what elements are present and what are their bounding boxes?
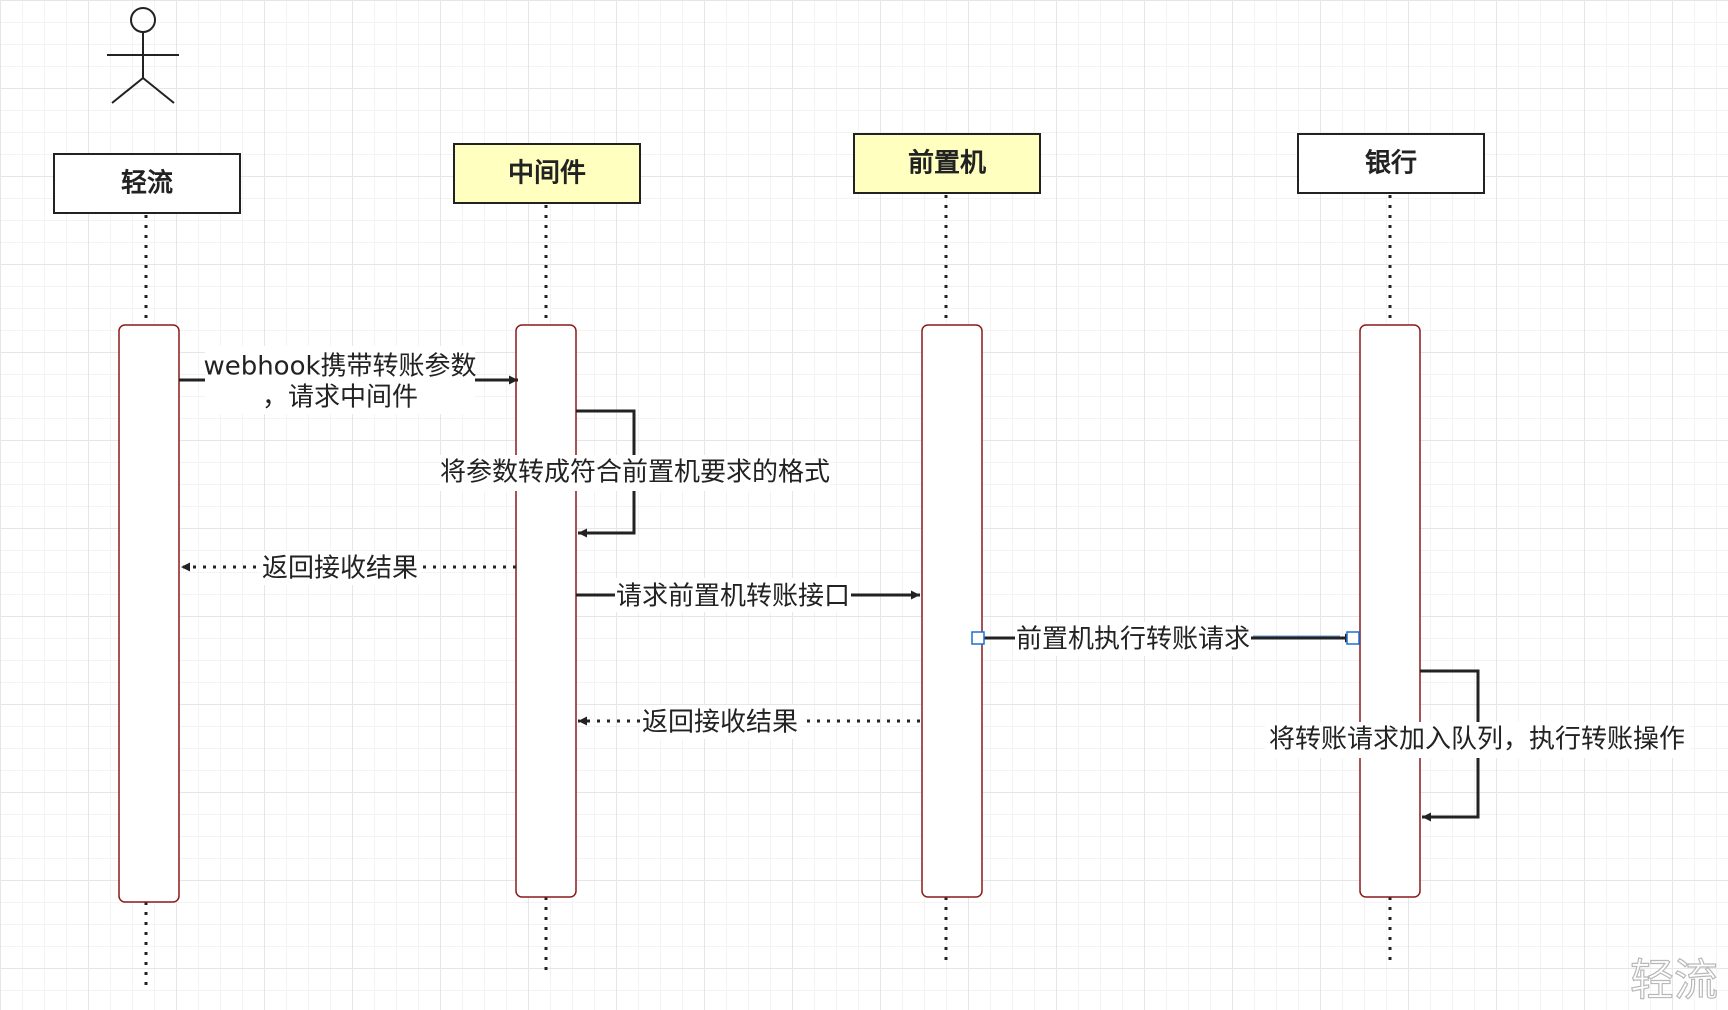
message-label: 前置机执行转账请求: [1016, 625, 1250, 655]
message-label: 将转账请求加入队列，执行转账操作: [1269, 725, 1685, 755]
message-return-to-qingliu[interactable]: 返回接收结果: [181, 551, 516, 585]
message-bank-queue[interactable]: 将转账请求加入队列，执行转账操作: [1265, 669, 1690, 822]
message-execute-transfer[interactable]: 前置机执行转账请求: [971, 622, 1360, 656]
watermark-logo: 轻流: [1630, 955, 1718, 1006]
activation-bar-middleware[interactable]: [515, 324, 577, 898]
message-request-front-end[interactable]: 请求前置机转账接口: [576, 578, 920, 612]
message-label: 请求前置机转账接口: [616, 582, 850, 612]
participant-middleware[interactable]: 中间件: [453, 143, 641, 204]
activation-bar-qingliu[interactable]: [118, 324, 180, 903]
participant-label: 前置机: [908, 148, 986, 179]
selection-handle-end[interactable]: [1346, 631, 1360, 645]
participant-label: 轻流: [121, 169, 173, 199]
stick-figure-icon[interactable]: [107, 7, 179, 104]
message-label: 将参数转成符合前置机要求的格式: [440, 458, 830, 488]
message-webhook-request[interactable]: webhook携带转账参数 ，请求中间件: [179, 346, 518, 414]
message-label: 返回接收结果: [262, 554, 418, 584]
message-label: webhook携带转账参数: [203, 352, 476, 382]
participant-label: 中间件: [508, 159, 586, 189]
activation-bar-bank[interactable]: [1359, 324, 1421, 898]
message-label: ，请求中间件: [262, 383, 418, 413]
message-self-convert[interactable]: 将参数转成符合前置机要求的格式: [440, 409, 830, 538]
message-label: 返回接收结果: [642, 708, 798, 738]
message-return-to-middleware[interactable]: 返回接收结果: [578, 705, 920, 739]
participant-front-end[interactable]: 前置机: [853, 133, 1041, 194]
participant-label: 银行: [1365, 148, 1417, 179]
participant-bank[interactable]: 银行: [1297, 133, 1485, 194]
participant-qingliu[interactable]: 轻流: [53, 153, 241, 214]
activation-bar-front-end[interactable]: [921, 324, 983, 898]
selection-handle-start[interactable]: [971, 631, 985, 645]
